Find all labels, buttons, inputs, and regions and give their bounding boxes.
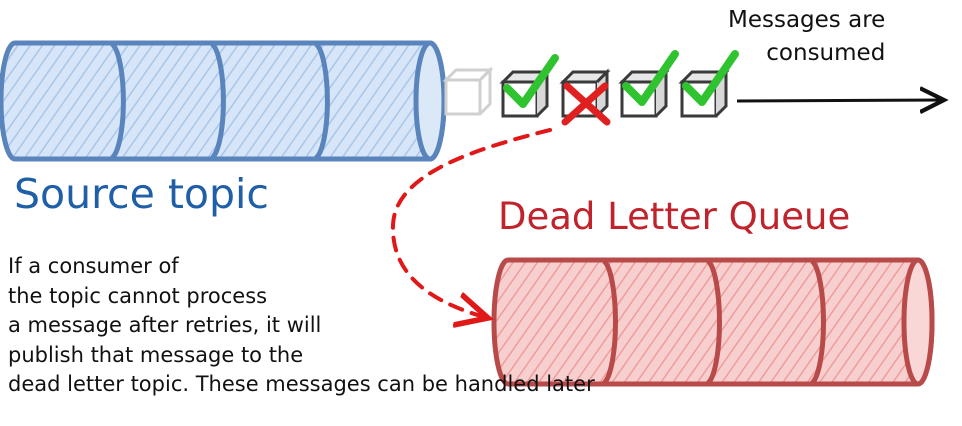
message-cube-failed xyxy=(559,68,611,126)
explanation-line: dead letter topic. These messages can be… xyxy=(8,372,595,396)
consumed-note: Messages are consumed xyxy=(728,4,885,70)
source-topic-cylinder xyxy=(0,40,447,162)
message-cube-pending xyxy=(442,66,494,116)
message-cube-consumed xyxy=(618,50,679,118)
consumed-note-line: Messages are xyxy=(728,7,886,33)
explanation-line: publish that message to the xyxy=(8,342,304,367)
source-topic-title: Source topic xyxy=(14,170,269,218)
consumed-arrow xyxy=(736,100,944,101)
explanation-text: If a consumer of the topic cannot proces… xyxy=(8,252,595,400)
check-icon xyxy=(622,50,679,106)
explanation-line: the topic cannot process xyxy=(8,283,268,308)
explanation-line: If a consumer of xyxy=(8,254,179,278)
message-cube-consumed xyxy=(678,50,739,118)
dead-letter-queue-title: Dead Letter Queue xyxy=(498,195,851,238)
message-queue xyxy=(442,50,739,126)
check-icon xyxy=(503,54,559,108)
cross-icon xyxy=(561,82,611,126)
dlq-cylinder xyxy=(491,257,935,387)
dead-letter-arrow xyxy=(390,128,552,318)
message-cube-consumed xyxy=(499,54,559,118)
consumed-note-line: consumed xyxy=(766,40,886,66)
check-icon xyxy=(682,50,739,106)
explanation-line: a message after retries, it will xyxy=(8,313,322,337)
